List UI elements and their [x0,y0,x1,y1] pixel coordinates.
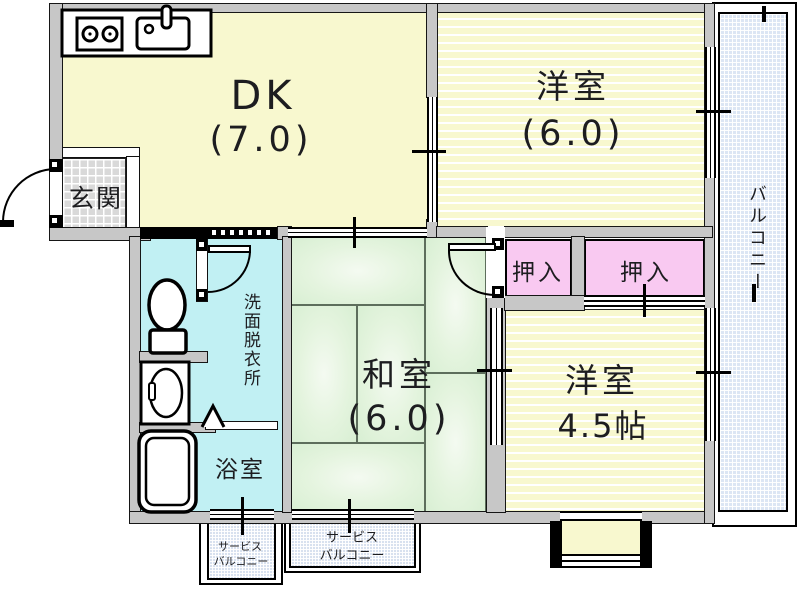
room-label-japanese: 和室 [362,355,436,394]
room-label-service-balcony-right: サービス [325,530,379,546]
door-tick [353,217,356,248]
wall [49,3,713,13]
folding-door-icon [200,402,226,428]
door-tick [477,369,512,372]
wall [129,236,141,524]
entrance-step [62,147,140,158]
wall [426,3,438,98]
balcony-mark [762,6,766,22]
wall [49,227,151,241]
wall [139,422,216,433]
window-icon [292,509,414,520]
wall [426,219,438,238]
bay-window-sill [562,521,640,554]
room-western45-floor [504,309,706,513]
room-label-service-balcony-left: バルコニー [213,555,269,568]
wall [704,3,715,524]
faucet-icon [160,4,173,30]
door-jamb [196,289,207,301]
room-label-western6: 洋室 [536,67,610,106]
entrance-tile-floor [62,158,126,228]
service-balcony-right-deck [289,520,416,568]
wall [571,236,585,299]
window-tick [696,371,731,374]
tatami-mat [291,237,425,305]
room-size-western45: 4.5帖 [557,407,649,445]
kitchen-sink-icon [135,16,191,51]
door-tick [412,150,446,153]
door-tick [643,284,646,317]
bathtub-icon [137,429,198,514]
room-label-balcony: バルコニー [746,184,767,294]
wall [504,295,585,311]
wall [277,226,292,240]
tatami-mat [425,373,486,512]
door-jamb [196,239,207,251]
window-icon [705,308,716,441]
washbasin-icon [139,360,191,426]
wall [504,226,713,238]
wall [282,236,292,513]
wall [139,351,208,363]
door-jamb [492,286,504,298]
room-label-service-balcony-left: サービス [218,540,262,553]
room-label-dk: DK [230,73,296,119]
entrance-step [126,156,140,228]
room-size-japanese: (6.0) [347,399,451,439]
room-size-dk: (7.0) [209,120,313,160]
room-label-washroom: 洗面脱衣所 [240,293,260,388]
tatami-mat [357,305,425,443]
wall [436,226,488,238]
room-label-service-balcony-right: バルコニー [319,548,385,564]
sliding-door-icon [288,227,427,238]
room-label-western45: 洋室 [565,361,639,400]
bay-window-sash [562,562,640,566]
toilet-icon [147,278,188,355]
window-tick [348,499,351,533]
sliding-door-icon [490,308,503,445]
window-tick [696,110,731,113]
tatami-mat [291,305,357,443]
room-size-western6: (6.0) [521,114,625,154]
window-tick [241,497,244,535]
entrance-door-panel [0,220,14,227]
japanese-room-door-panel [448,243,496,251]
gas-stove-icon [75,16,124,52]
bay-window-opening [560,511,642,521]
accordion-door-dashes [212,230,274,235]
sliding-door-icon [427,97,438,222]
room-label-entrance: 玄関 [68,184,124,213]
balcony-mark [752,284,756,302]
room-label-bathroom: 浴室 [215,457,265,483]
room-label-closet-right: 押入 [620,260,672,286]
wall [140,227,208,239]
bay-window-sash [562,556,640,560]
room-label-closet-left: 押入 [512,260,564,286]
wall [129,511,713,524]
room-western6-floor [436,11,706,228]
balcony-deck [718,12,788,512]
